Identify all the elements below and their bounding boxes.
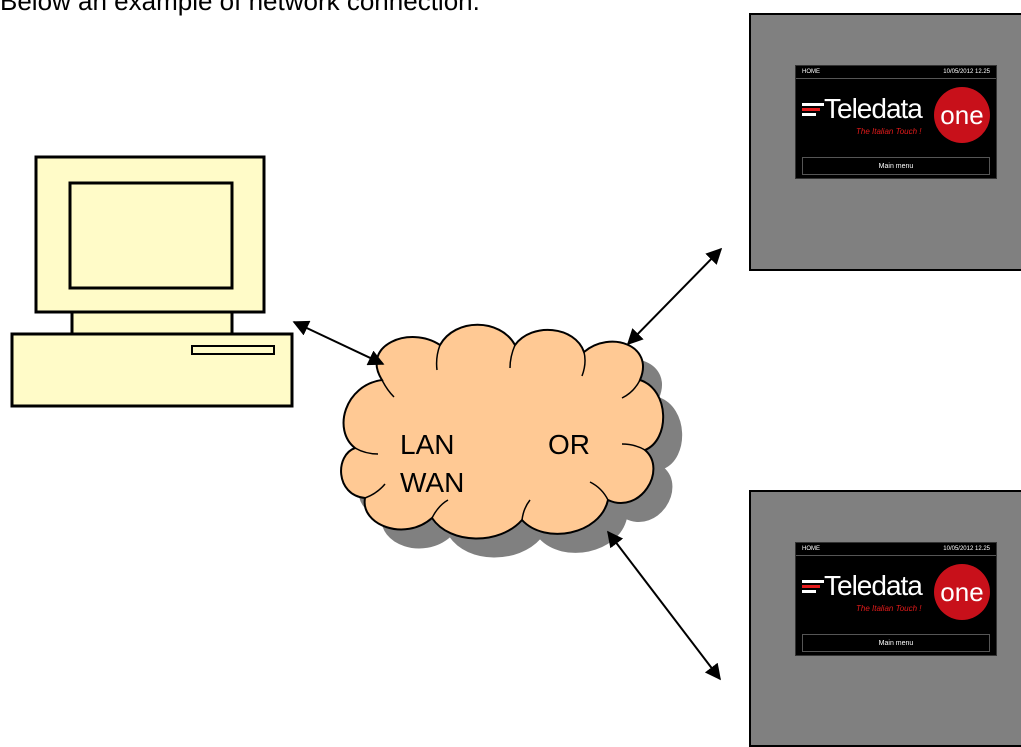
logo-word: Teledata [824,570,923,601]
main-menu-button[interactable]: Main menu [802,634,990,652]
logo-tagline: The Italian Touch ! [856,127,922,136]
screen-status-bar: HOME 10/05/2012 12.25 [796,66,996,79]
teledata-one-logo: Teledata one The Italian Touch ! [796,556,996,630]
datetime-label: 10/05/2012 12.25 [943,69,990,75]
caption: Below an example of network connection. [0,0,480,16]
arrow-computer-cloud [292,320,385,366]
teledata-one-logo: Teledata one The Italian Touch ! [796,79,996,153]
screen-status-bar: HOME 10/05/2012 12.25 [796,543,996,556]
panel-screen: HOME 10/05/2012 12.25 Teledata one The I… [795,65,997,179]
wan-label: WAN [400,467,464,498]
logo-stripes-icon [802,103,824,119]
home-label: HOME [802,546,820,552]
or-label: OR [548,429,590,460]
home-label: HOME [802,69,820,75]
panel-screen: HOME 10/05/2012 12.25 Teledata one The I… [795,542,997,656]
logo-word: Teledata [824,93,923,124]
arrow-cloud-panel-top [626,247,723,346]
panel-device-top: HOME 10/05/2012 12.25 Teledata one The I… [749,13,1021,271]
logo-one: one [934,87,990,143]
lan-label: LAN [400,429,454,460]
logo-tagline: The Italian Touch ! [856,604,922,613]
datetime-label: 10/05/2012 12.25 [943,546,990,552]
computer-icon [10,155,294,408]
main-menu-button[interactable]: Main menu [802,157,990,175]
panel-device-bottom: HOME 10/05/2012 12.25 Teledata one The I… [749,490,1021,747]
arrow-cloud-panel-bottom [607,530,721,681]
logo-stripes-icon [802,580,824,596]
cloud-icon [340,323,665,540]
logo-one: one [934,564,990,620]
